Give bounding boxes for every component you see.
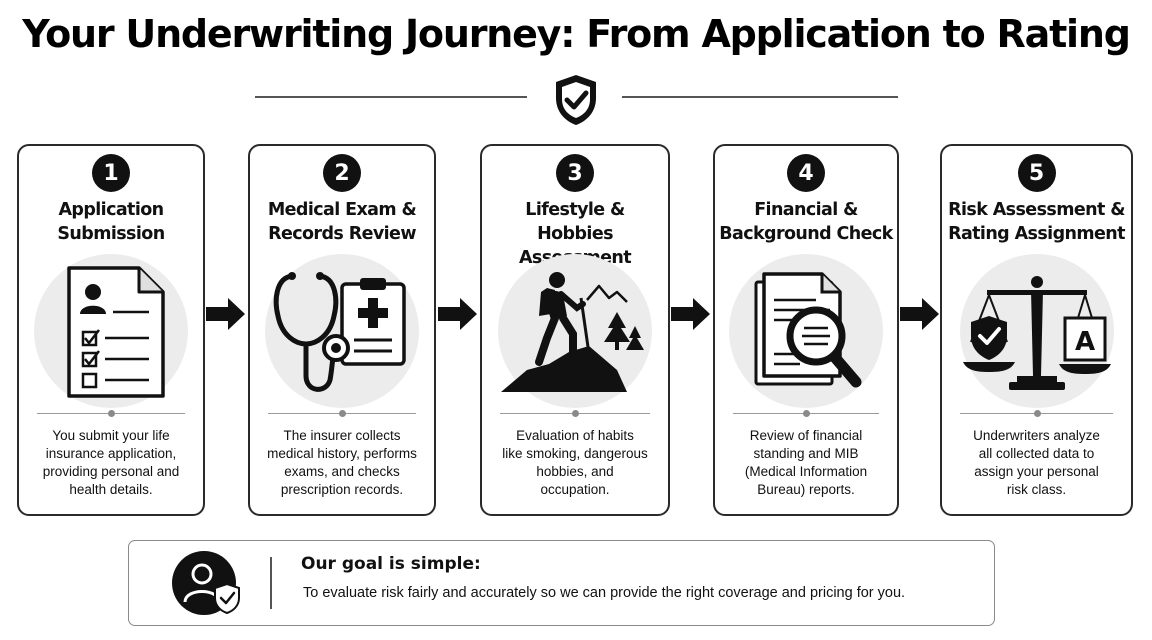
- step-card-2: 2 Medical Exam & Records Review The insu…: [248, 144, 436, 516]
- goal-text: To evaluate risk fairly and accurately s…: [303, 585, 906, 601]
- step-title: Application Submission: [57, 200, 165, 244]
- step-description: You submit your life insurance applicati…: [42, 428, 180, 497]
- page-title: Your Underwriting Journey: From Applicat…: [22, 12, 1131, 56]
- step-title: Risk Assessment & Rating Assignment: [948, 200, 1125, 244]
- flow-arrow-icon: [206, 298, 245, 330]
- card-divider-dot: [572, 410, 579, 417]
- application-form-icon: [67, 266, 165, 398]
- flow-arrow-icon: [438, 298, 477, 330]
- title-rule-right: [622, 96, 898, 98]
- hiker-mountain-icon: [501, 272, 644, 392]
- document-magnifier-icon: [754, 272, 862, 388]
- step-number-badge: 3: [556, 154, 594, 192]
- step-description: Review of financial standing and MIB (Me…: [744, 428, 868, 497]
- step-card-1: 1 Application Submission You submit your…: [17, 144, 205, 516]
- goal-separator: [270, 557, 272, 609]
- step-title: Financial & Background Check: [719, 200, 893, 244]
- step-number-badge: 5: [1017, 154, 1056, 192]
- flow-arrow-icon: [900, 298, 939, 330]
- step-number-badge: 2: [323, 154, 361, 192]
- goal-title: Our goal is simple:: [301, 554, 481, 574]
- step-title: Medical Exam & Records Review: [267, 200, 417, 244]
- card-divider-dot: [339, 410, 346, 417]
- step-description: Evaluation of habits like smoking, dange…: [502, 428, 648, 497]
- person-shield-icon: [172, 551, 240, 615]
- shield-check-icon: [556, 75, 596, 125]
- step-card-4: 4 Financial & Background Check Review of…: [713, 144, 899, 516]
- step-description: Underwriters analyze all collected data …: [973, 428, 1100, 497]
- card-divider-dot: [108, 410, 115, 417]
- card-divider-dot: [803, 410, 810, 417]
- card-divider-dot: [1033, 410, 1041, 417]
- title-rule-left: [255, 96, 527, 98]
- stethoscope-clipboard-icon: [273, 272, 406, 392]
- step-number-badge: 4: [787, 154, 825, 192]
- rating-letter: A: [1074, 327, 1094, 357]
- step-description: The insurer collects medical history, pe…: [267, 428, 417, 497]
- step-card-3: 3 Lifestyle & Hobbies Assessment Evaluat…: [480, 144, 670, 516]
- goal-panel: Our goal is simple: To evaluate risk fai…: [128, 540, 995, 626]
- flow-arrow-icon: [671, 298, 710, 330]
- step-number-badge: 1: [92, 154, 130, 192]
- step-card-5: 5 Risk Assessment & Rating Assignment A …: [940, 144, 1133, 516]
- scales-shield-rating-icon: A: [962, 276, 1111, 390]
